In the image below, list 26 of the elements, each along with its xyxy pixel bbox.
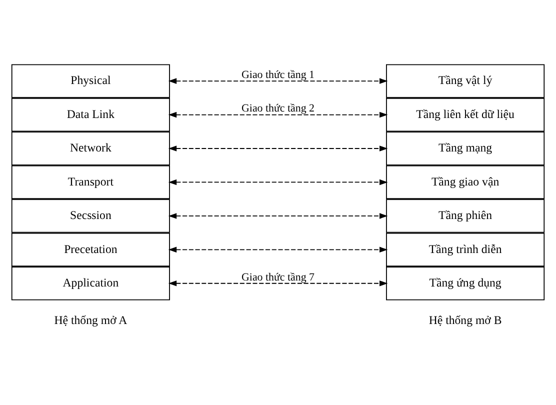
node-box: Transport bbox=[11, 165, 170, 200]
arrow bbox=[168, 179, 388, 186]
node-box: Tầng liên kết dữ liệu bbox=[386, 98, 545, 132]
node-box: Tầng vật lý bbox=[386, 64, 545, 98]
node-box: Precetation bbox=[11, 232, 170, 267]
node-box: Network bbox=[11, 132, 170, 166]
node-box: Secssion bbox=[11, 199, 170, 233]
label: Hệ thống mở B bbox=[428, 312, 502, 327]
node-box: Physical bbox=[11, 64, 170, 98]
edge-label: Giao thức tầng 2 bbox=[242, 102, 314, 115]
edge-label: Giao thức tầng 1 bbox=[242, 68, 314, 81]
label: Hệ thống mở A bbox=[54, 312, 128, 327]
node-box: Tầng giao vận bbox=[386, 165, 545, 200]
arrow bbox=[168, 112, 388, 118]
node-box: Tầng phiên bbox=[386, 199, 545, 233]
node-box: Data Link bbox=[11, 98, 170, 132]
node-box: Tầng ứng dụng bbox=[386, 266, 545, 300]
arrow bbox=[168, 146, 388, 152]
node-box: Tầng mạng bbox=[386, 132, 545, 166]
node-box: Application bbox=[11, 266, 170, 300]
node-box: Tầng trình diễn bbox=[386, 232, 545, 267]
arrow bbox=[168, 78, 388, 84]
arrow bbox=[168, 213, 388, 219]
arrow bbox=[168, 280, 388, 286]
arrow bbox=[168, 246, 388, 253]
edge-label: Giao thức tầng 7 bbox=[242, 271, 314, 284]
